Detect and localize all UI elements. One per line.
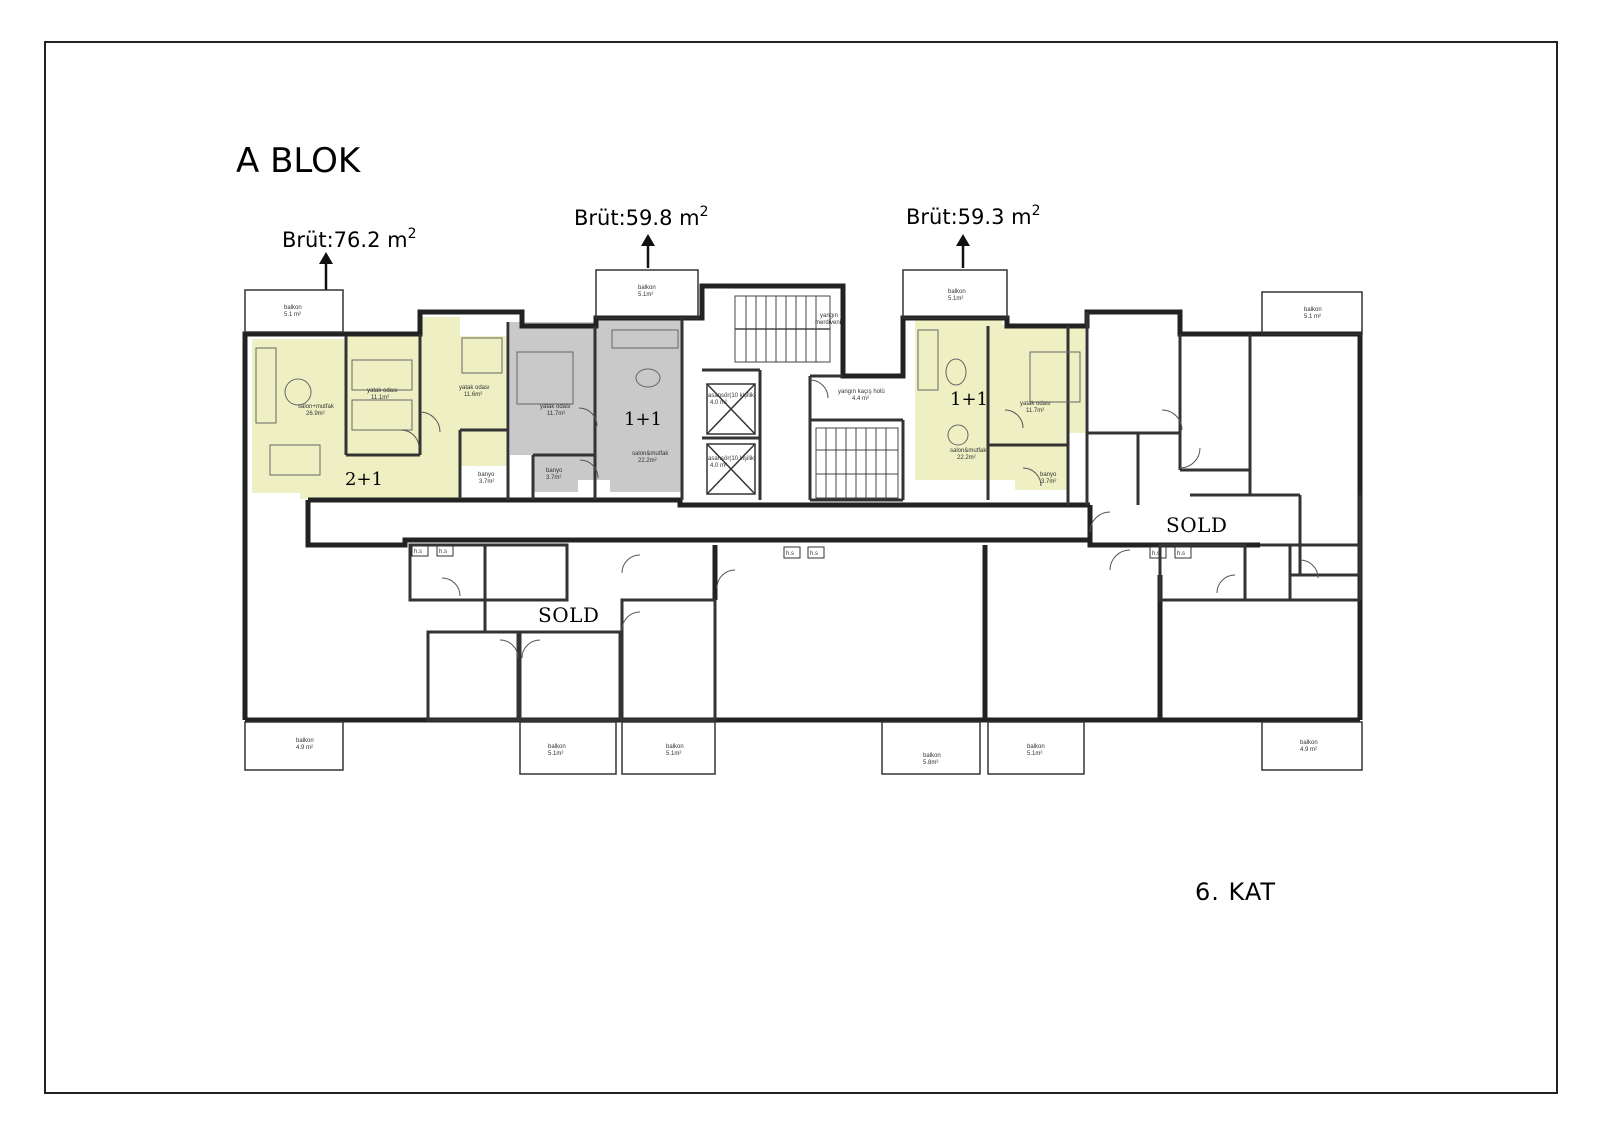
unit-2plus1-highlight xyxy=(252,317,508,499)
unit-1plus1-yellow-highlight xyxy=(915,319,1085,490)
svg-text:yatak odası: yatak odası xyxy=(540,404,571,410)
svg-text:balkon: balkon xyxy=(923,753,941,759)
svg-text:balkon: balkon xyxy=(296,738,314,744)
svg-text:11.1m²: 11.1m² xyxy=(371,395,389,401)
lower-interior-walls xyxy=(408,543,1360,722)
svg-text:h.s: h.s xyxy=(439,549,447,555)
gross-area-2: Brüt:59.8 m2 xyxy=(574,204,708,230)
svg-text:salon&mutfak: salon&mutfak xyxy=(632,451,669,457)
svg-text:balkon: balkon xyxy=(948,289,966,295)
svg-text:Brüt:59.8 m2: Brüt:59.8 m2 xyxy=(574,204,708,230)
gross-area-1: Brüt:76.2 m2 xyxy=(282,226,416,252)
elevator-2 xyxy=(706,443,756,495)
svg-text:5.1 m²: 5.1 m² xyxy=(1304,314,1321,320)
svg-text:Brüt:76.2 m2: Brüt:76.2 m2 xyxy=(282,226,416,252)
svg-text:banyo: banyo xyxy=(546,468,563,474)
svg-text:3.7m²: 3.7m² xyxy=(1041,479,1056,485)
svg-text:h.s: h.s xyxy=(810,551,818,557)
room-labels: salon+mutfak 26.9m² yatak odası 11.1m² y… xyxy=(298,313,1057,485)
furniture xyxy=(255,329,1081,476)
svg-text:yatak odası: yatak odası xyxy=(459,385,490,391)
svg-text:11.7m²: 11.7m² xyxy=(547,411,565,417)
unit-type-2plus1: 2+1 xyxy=(345,469,383,490)
service-shafts xyxy=(411,544,1192,559)
top-balconies xyxy=(244,269,1363,335)
svg-text:balkon: balkon xyxy=(548,744,566,750)
service-shaft-labels: h.s h.s h.s h.s h.s h.s xyxy=(414,549,1185,557)
svg-text:5.1m²: 5.1m² xyxy=(666,751,681,757)
svg-text:balkon: balkon xyxy=(284,305,302,311)
svg-text:11.7m²: 11.7m² xyxy=(1026,408,1044,414)
up-arrow-icon xyxy=(641,234,655,268)
sold-label-left: SOLD xyxy=(538,603,599,627)
svg-text:4.9 m²: 4.9 m² xyxy=(296,745,313,751)
svg-text:h.s: h.s xyxy=(414,549,422,555)
svg-text:3.7m²: 3.7m² xyxy=(479,479,494,485)
unit-type-1plus1-left: 1+1 xyxy=(624,409,662,430)
svg-text:22.2m²: 22.2m² xyxy=(638,458,657,464)
svg-text:5.1 m²: 5.1 m² xyxy=(284,312,301,318)
svg-text:salon+mutfak: salon+mutfak xyxy=(298,404,335,410)
svg-text:asansör(10 kişilik): asansör(10 kişilik) xyxy=(708,393,756,399)
escape-staircase xyxy=(815,427,899,499)
svg-text:4.4 m²: 4.4 m² xyxy=(852,396,869,402)
svg-text:yangın: yangın xyxy=(820,313,838,319)
svg-text:yangın kaçış holü: yangın kaçış holü xyxy=(838,389,885,395)
svg-text:salon&mutfak: salon&mutfak xyxy=(950,448,987,454)
svg-text:yatak odası: yatak odası xyxy=(367,388,398,394)
svg-text:h.s: h.s xyxy=(1152,551,1160,557)
svg-text:Brüt:59.3 m2: Brüt:59.3 m2 xyxy=(906,203,1040,229)
svg-text:balkon: balkon xyxy=(1300,740,1318,746)
svg-text:4.0 m²: 4.0 m² xyxy=(710,400,727,406)
svg-text:4.9 m²: 4.9 m² xyxy=(1300,747,1317,753)
floor-label: 6. KAT xyxy=(1195,878,1276,906)
svg-text:yatak odası: yatak odası xyxy=(1020,401,1051,407)
elevator-1 xyxy=(706,383,756,435)
svg-text:5.8m²: 5.8m² xyxy=(923,760,938,766)
sold-label-right: SOLD xyxy=(1166,513,1227,537)
svg-text:asansör(10 kişilik): asansör(10 kişilik) xyxy=(708,456,756,462)
unit-type-1plus1-right: 1+1 xyxy=(950,389,988,410)
block-title: A BLOK xyxy=(236,141,362,181)
svg-text:merdiveni: merdiveni xyxy=(815,320,841,326)
svg-text:balkon: balkon xyxy=(1304,307,1322,313)
svg-text:26.9m²: 26.9m² xyxy=(306,411,325,417)
sheet-border xyxy=(44,41,1558,1094)
svg-text:balkon: balkon xyxy=(666,744,684,750)
gross-area-3: Brüt:59.3 m2 xyxy=(906,203,1040,229)
svg-text:11.6m²: 11.6m² xyxy=(464,392,482,398)
svg-text:h.s: h.s xyxy=(786,551,794,557)
svg-text:5.1m²: 5.1m² xyxy=(548,751,563,757)
door-swings xyxy=(400,379,1319,659)
svg-text:h.s: h.s xyxy=(1177,551,1185,557)
bottom-balconies xyxy=(244,721,1363,775)
interior-walls xyxy=(344,312,1362,602)
main-staircase xyxy=(734,295,831,363)
svg-text:balkon: balkon xyxy=(638,285,656,291)
balcony-labels: balkon 5.1 m² balkon 5.1m² balkon 5.1m² … xyxy=(284,285,1322,766)
up-arrow-icon xyxy=(956,234,970,268)
svg-text:5.1m²: 5.1m² xyxy=(638,292,653,298)
svg-text:5.1m²: 5.1m² xyxy=(1027,751,1042,757)
svg-text:balkon: balkon xyxy=(1027,744,1045,750)
up-arrow-icon xyxy=(319,252,333,290)
svg-text:banyo: banyo xyxy=(1040,472,1057,478)
svg-text:3.7m²: 3.7m² xyxy=(546,475,561,481)
svg-text:4.0 m²: 4.0 m² xyxy=(710,463,727,469)
svg-text:banyo: banyo xyxy=(478,472,495,478)
svg-text:22.2m²: 22.2m² xyxy=(957,455,976,461)
svg-text:5.1m²: 5.1m² xyxy=(948,296,963,302)
